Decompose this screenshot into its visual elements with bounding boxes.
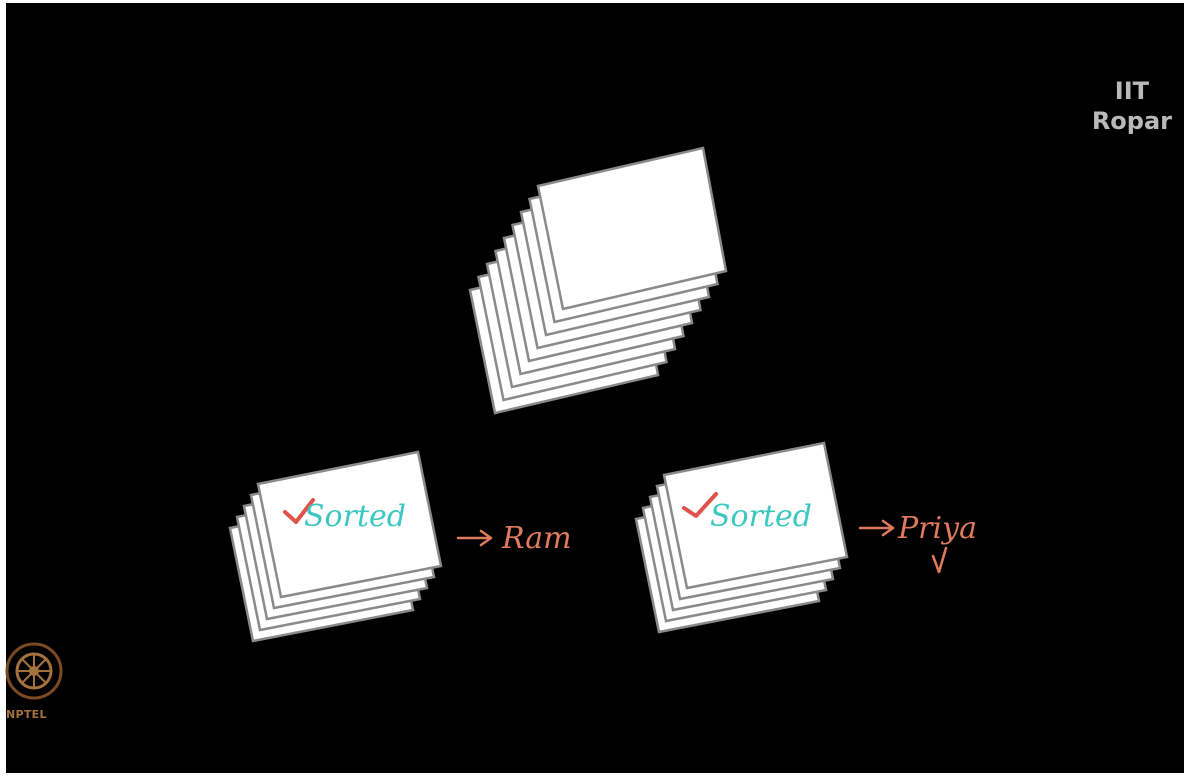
tick-mark-icon: [931, 546, 948, 574]
sorted-stack-ram: [228, 450, 443, 643]
watermark-line-1: IIT: [1114, 77, 1150, 105]
watermark-line-2: Ropar: [1091, 107, 1172, 135]
checkmark-icon: [283, 498, 315, 524]
arrow-to-priya: Priya: [858, 511, 977, 574]
sorted-stack-priya: [634, 441, 849, 634]
sorted-label-right: Sorted: [682, 492, 812, 534]
sorted-text: Sorted: [304, 499, 406, 534]
right-arrow-icon: [858, 519, 895, 537]
recipient-name-ram: Ram: [501, 521, 572, 556]
sorted-text: Sorted: [710, 499, 812, 534]
unsorted-paper-stack: [468, 146, 728, 415]
sorted-label-left: Sorted: [283, 498, 406, 534]
checkmark-icon: [682, 492, 718, 518]
nptel-logo-text: NPTEL: [6, 708, 47, 721]
recipient-name-priya: Priya: [897, 511, 977, 546]
nptel-logo-icon: [5, 642, 63, 700]
iit-ropar-watermark: IIT Ropar: [1092, 76, 1172, 136]
arrow-to-ram: Ram: [456, 521, 572, 556]
right-arrow-icon: [456, 529, 493, 547]
